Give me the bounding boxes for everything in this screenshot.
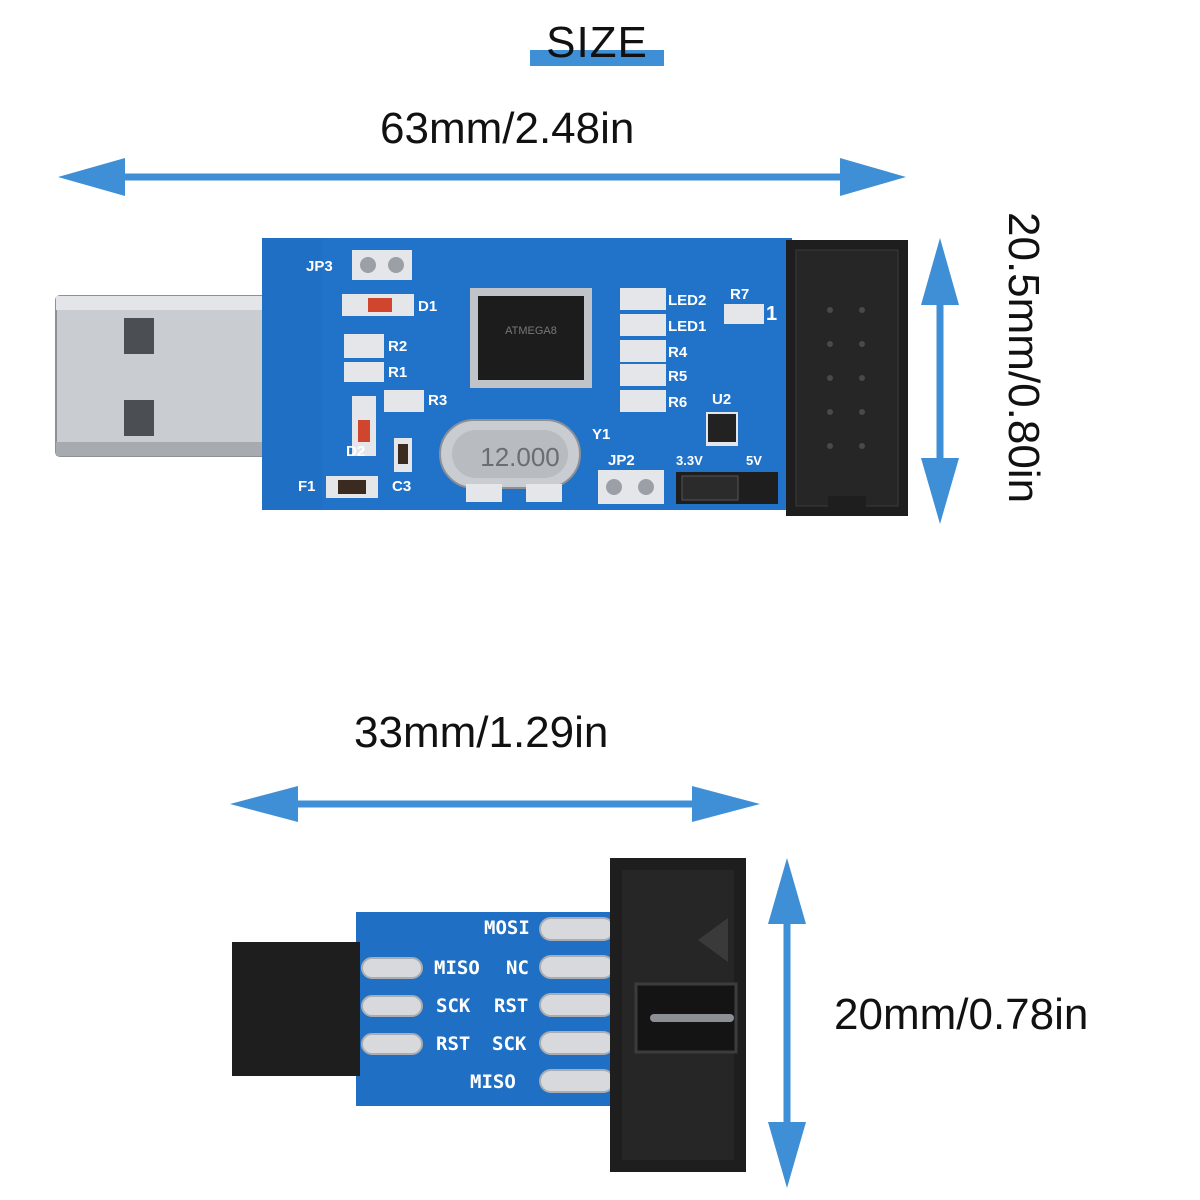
silk-c3: C3: [392, 478, 411, 495]
silk-5v: 5V: [746, 453, 762, 468]
ten-pin-connector: [610, 858, 746, 1172]
silk-d1: D1: [418, 298, 437, 315]
silk-led2: LED2: [668, 292, 706, 309]
label-miso-left: MISO: [434, 957, 480, 979]
left-pin-pads: [361, 957, 423, 1055]
silk-r4: R4: [668, 344, 688, 361]
silk-r2: R2: [388, 338, 407, 355]
board1-width-arrow: [58, 158, 906, 196]
size-title: SIZE: [546, 18, 648, 67]
label-rst-left: RST: [436, 1033, 470, 1055]
title-underline-bar: [530, 50, 664, 66]
silk-u2: U2: [712, 391, 731, 408]
atmega-chip: ATMEGA8: [470, 288, 592, 388]
chip-label: ATMEGA8: [505, 325, 557, 337]
silk-d2: D2: [346, 443, 365, 460]
label-sck-left: SCK: [436, 995, 471, 1017]
board2-width-label: 33mm/1.29in: [354, 708, 609, 757]
silk-f1: F1: [298, 478, 316, 495]
board1-height-arrow: [921, 238, 959, 524]
silk-led1: LED1: [668, 318, 706, 335]
six-pin-connector: [232, 942, 360, 1076]
board1-10pin-header: [786, 240, 908, 516]
crystal-oscillator: 12.000: [439, 419, 581, 489]
silk-y1: Y1: [592, 426, 610, 443]
crystal-label: 12.000: [480, 442, 560, 472]
silk-jp2: JP2: [608, 452, 635, 469]
board1-width-label: 63mm/2.48in: [380, 104, 635, 153]
label-mosi-top: MOSI: [484, 917, 530, 939]
right-pin-pads: [539, 917, 615, 1093]
board2-height-arrow: [768, 858, 806, 1188]
silk-r6: R6: [668, 394, 687, 411]
jp2-pins: [598, 470, 664, 504]
size-title-block: SIZE: [530, 14, 664, 67]
board2-height-label: 20mm/0.78in: [834, 990, 1089, 1039]
silk-r1: R1: [388, 364, 407, 381]
silk-3v3: 3.3V: [676, 453, 703, 468]
silk-jp3: JP3: [306, 258, 333, 275]
jp3-pins: [352, 250, 412, 280]
silk-r5: R5: [668, 368, 687, 385]
voltage-jumper: [676, 472, 778, 504]
silk-pin1: 1: [766, 303, 777, 325]
board2-width-arrow: [230, 786, 760, 822]
label-nc: NC: [506, 957, 529, 979]
label-miso-bottom: MISO: [470, 1071, 516, 1093]
silk-r3: R3: [428, 392, 447, 409]
label-sck-right: SCK: [492, 1033, 527, 1055]
silk-r7: R7: [730, 286, 749, 303]
label-rst-right: RST: [494, 995, 528, 1017]
